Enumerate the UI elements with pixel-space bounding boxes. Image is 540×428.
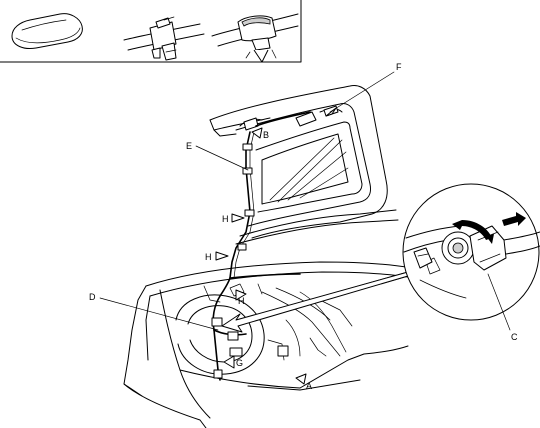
cushion-pad-illustration (11, 13, 83, 49)
callout-e: E (186, 141, 192, 151)
legend-box (0, 0, 302, 63)
callout-b: B (263, 130, 269, 140)
callout-c: C (511, 332, 518, 342)
detail-circle-connector (402, 183, 540, 321)
trunk-harness (211, 273, 301, 381)
callout-g: G (236, 358, 243, 368)
lid-harness (229, 111, 311, 279)
callout-d: D (89, 292, 96, 302)
callout-h-1: H (222, 214, 229, 224)
harness-clip-illustration-1 (123, 16, 205, 61)
trunk-body (123, 261, 415, 428)
harness-clip-illustration-2 (211, 13, 299, 63)
callout-f: F (396, 62, 402, 72)
trunk-lid (209, 85, 399, 245)
detail-arrow (221, 271, 409, 333)
callout-h-2: H (205, 252, 212, 262)
callout-a: A (306, 381, 312, 391)
leader-lines (99, 71, 511, 385)
callout-h-3: H (238, 296, 245, 306)
